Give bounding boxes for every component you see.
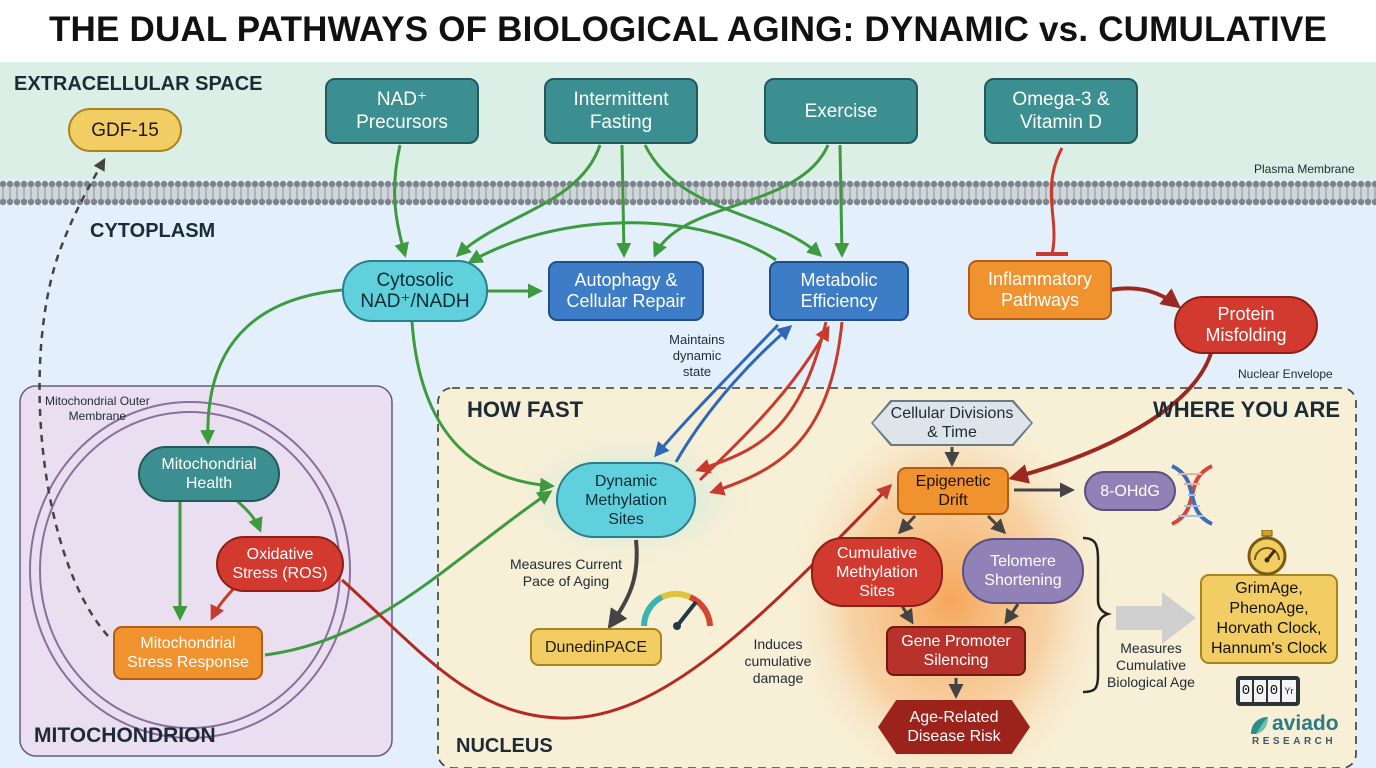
- cytosolic-nad-node: Cytosolic NAD⁺/NADH: [342, 260, 488, 322]
- how-fast-label: HOW FAST: [467, 397, 584, 422]
- aviado-logo: aviado RESEARCH: [1248, 712, 1358, 758]
- speedometer-icon: [641, 590, 713, 630]
- protein-misfolding-node: Protein Misfolding: [1174, 296, 1318, 354]
- plasma-membrane-label: Plasma Membrane: [1254, 162, 1355, 176]
- arrow-stress-response-to-dynamic: [264, 490, 553, 657]
- arrow-dynamic-to-metabolic: [698, 325, 830, 482]
- exercise-node: Exercise: [764, 78, 918, 144]
- cumulative-methylation-node: Cumulative Methylation Sites: [811, 537, 943, 607]
- arrow-health-to-ros: [235, 498, 263, 533]
- aviado-logo-icon: [1251, 717, 1268, 734]
- arrow-drift-to-telomere: [986, 514, 1007, 535]
- ohdg-node: 8-OHdG: [1084, 471, 1176, 511]
- arrow-cytosolic-to-dynamic: [410, 321, 555, 493]
- stopwatch-icon: [1247, 530, 1287, 576]
- gene-promoter-node: Gene Promoter Silencing: [886, 626, 1026, 676]
- epigenetic-drift-node: Epigenetic Drift: [897, 467, 1009, 515]
- odometer-digit: 0: [1268, 680, 1280, 702]
- brand-sub: RESEARCH: [1252, 736, 1337, 747]
- measures-cumulative-note: Measures Cumulative Biological Age: [1107, 640, 1195, 690]
- maintains-note: Maintains dynamic state: [669, 332, 725, 379]
- mito-stress-response-node: Mitochondrial Stress Response: [113, 626, 263, 680]
- arrow-fasting-to-autophagy: [616, 144, 632, 258]
- mito-outer-membrane-label: Mitochondrial Outer Membrane: [45, 394, 150, 423]
- clocks-node: GrimAge, PhenoAge, Horvath Clock, Hannum…: [1200, 574, 1338, 664]
- dynamic-methylation-node: Dynamic Methylation Sites: [556, 462, 696, 538]
- arrow-metabolic-to-cytosolic: [467, 221, 777, 264]
- measures-current-note: Measures Current Pace of Aging: [509, 556, 623, 589]
- nad-precursors-node: NAD⁺ Precursors: [325, 78, 479, 144]
- arrow-ros-to-stress-response: [210, 584, 238, 621]
- autophagy-node: Autophagy & Cellular Repair: [548, 261, 704, 321]
- arrow-exercise-to-metabolic: [834, 144, 850, 258]
- arrow-fasting-to-cytosolic: [455, 144, 602, 258]
- odometer-icon: 0 0 0 Yr: [1236, 676, 1300, 706]
- arrow-drift-to-cumulative: [897, 514, 917, 535]
- nucleus-label: NUCLEUS: [456, 735, 553, 757]
- induces-note: Induces cumulative damage: [744, 636, 812, 686]
- arrow-metabolic-to-dynamic-blue: [654, 323, 780, 458]
- odometer-unit: Yr: [1282, 680, 1296, 702]
- odometer-digit: 0: [1240, 680, 1252, 702]
- page-title: THE DUAL PATHWAYS OF BIOLOGICAL AGING: D…: [48, 10, 1328, 49]
- intermittent-fasting-node: Intermittent Fasting: [544, 78, 698, 144]
- arrow-exercise-to-autophagy: [653, 144, 830, 258]
- arrow-metabolic-to-dynamic-2: [709, 321, 844, 496]
- inhibit-omega3-inflammatory: [1049, 147, 1064, 255]
- oxidative-stress-node: Oxidative Stress (ROS): [216, 536, 344, 592]
- cytoplasm-label: CYTOPLASM: [90, 220, 216, 242]
- arrow-to-clocks: [1116, 592, 1196, 644]
- cellular-divisions-frame: Cellular Divisions & Time: [871, 400, 1033, 446]
- nuclear-envelope-label: Nuclear Envelope: [1238, 367, 1333, 381]
- dna-helix-icon: [1171, 464, 1213, 526]
- where-you-are-label: WHERE YOU ARE: [1153, 397, 1341, 422]
- mito-health-node: Mitochondrial Health: [138, 446, 280, 502]
- arrow-stress-to-gdf15: [38, 157, 109, 637]
- arrow-telomere-to-gene: [1004, 603, 1020, 625]
- brand-name: aviado: [1272, 712, 1339, 735]
- arrow-nad-to-cytosolic: [393, 144, 409, 258]
- dunedinpace-node: DunedinPACE: [530, 628, 662, 666]
- plasma-membrane: [0, 180, 1376, 206]
- mitochondrion-label: MITOCHONDRION: [34, 724, 216, 747]
- cumulative-bracket: [1082, 536, 1112, 694]
- omega3-vitamind-node: Omega-3 & Vitamin D: [984, 78, 1138, 144]
- arrow-dynamic-to-metabolic-blue: [674, 325, 793, 463]
- extracellular-label: EXTRACELLULAR SPACE: [14, 73, 263, 95]
- arrow-ros-to-drift: [340, 483, 893, 720]
- metabolic-efficiency-node: Metabolic Efficiency: [769, 261, 909, 321]
- arrow-inflammatory-to-misfolding: [1109, 286, 1182, 309]
- disease-risk-node: Age-Related Disease Risk: [878, 700, 1030, 754]
- mito-outer-ring: [29, 401, 351, 739]
- odometer-digit: 0: [1254, 680, 1266, 702]
- telomere-shortening-node: Telomere Shortening: [962, 538, 1084, 604]
- arrow-cytosolic-to-mito-health: [200, 288, 343, 445]
- cellular-divisions-node: Cellular Divisions & Time: [873, 402, 1031, 444]
- inflammatory-pathways-node: Inflammatory Pathways: [968, 260, 1112, 320]
- cumulative-glow: [785, 400, 1115, 768]
- gdf15-node: GDF-15: [68, 108, 182, 152]
- arrow-cumulative-to-gene: [899, 605, 914, 625]
- arrow-misfolding-to-drift: [1008, 349, 1214, 484]
- arrow-dynamic-to-dunedin: [607, 539, 639, 630]
